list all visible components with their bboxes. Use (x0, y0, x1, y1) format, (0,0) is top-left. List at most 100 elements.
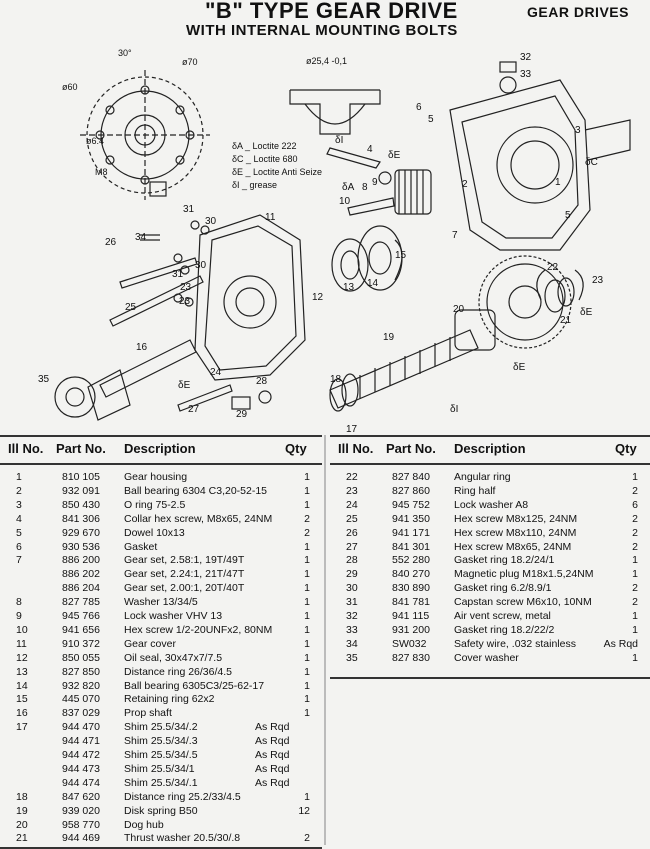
cell-part-no: 910 372 (62, 637, 100, 650)
cell-ill: 17 (16, 721, 28, 734)
cell-qty: 1 (304, 498, 310, 511)
cell-description: Shim 25.5/34/.3 (124, 735, 198, 748)
cell-ill: 27 (346, 540, 358, 553)
svg-text:35: 35 (38, 374, 50, 385)
cell-description: Gasket (124, 540, 158, 553)
cell-part-no: 886 204 (62, 582, 100, 595)
cell-part-no: 827 785 (62, 596, 100, 609)
cell-part-no: 941 656 (62, 623, 100, 636)
cell-description: Gasket ring 18.2/24/1 (454, 554, 555, 567)
cell-description: Hex screw M8x125, 24NM (454, 512, 578, 525)
svg-text:29: 29 (236, 409, 248, 420)
cell-description: Ring half (454, 484, 496, 497)
cell-part-no: 932 820 (62, 679, 100, 692)
svg-text:11: 11 (265, 212, 276, 223)
cell-ill: 1 (16, 471, 22, 483)
cell-ill: 33 (346, 623, 358, 636)
cell-part-no: 941 115 (392, 610, 430, 622)
cell-description: Shim 25.5/34/.5 (124, 749, 198, 761)
col-header-qty: Qty (615, 441, 637, 456)
cell-part-no: 886 202 (62, 568, 100, 581)
col-header-ill: Ill No. (8, 441, 44, 456)
svg-text:31: 31 (172, 269, 184, 280)
cell-part-no: SW032 (392, 637, 427, 650)
cell-ill: 28 (346, 554, 358, 567)
svg-text:10: 10 (339, 196, 351, 207)
cell-qty: 1 (304, 484, 310, 497)
cell-ill: 23 (346, 484, 358, 497)
svg-text:23: 23 (179, 296, 191, 307)
cell-description: Cover washer (454, 651, 519, 664)
svg-text:δE: δE (580, 307, 593, 318)
cell-qty: 2 (632, 582, 638, 595)
col-header-qty: Qty (285, 441, 307, 456)
svg-text:1: 1 (555, 177, 561, 188)
svg-text:δC: δC (585, 157, 598, 168)
svg-text:31: 31 (183, 204, 195, 215)
cell-qty: 1 (304, 707, 310, 720)
cell-part-no: 939 020 (62, 804, 100, 817)
cell-qty: 1 (304, 554, 310, 567)
page-title: "B" TYPE GEAR DRIVE (205, 0, 458, 23)
cell-part-no: 944 472 (62, 749, 100, 761)
cell-ill: 13 (16, 665, 28, 678)
cell-qty: 2 (632, 484, 638, 497)
cell-description: Shim 25.5/34/.1 (124, 776, 198, 789)
cell-description: Retaining ring 62x2 (124, 693, 215, 706)
cell-ill: 18 (16, 790, 28, 803)
cell-part-no: 929 670 (62, 526, 100, 539)
cell-ill: 4 (16, 512, 22, 525)
cell-part-no: 944 474 (62, 776, 100, 789)
cell-part-no: 944 470 (62, 721, 100, 734)
cell-part-no: 827 830 (392, 651, 430, 664)
svg-text:22: 22 (547, 262, 559, 273)
svg-text:25: 25 (125, 302, 137, 313)
cell-qty: 2 (632, 512, 638, 525)
cell-qty: 2 (304, 832, 310, 845)
cell-ill: 5 (16, 526, 22, 539)
cell-ill: 3 (16, 498, 22, 511)
cell-part-no: 552 280 (392, 554, 430, 567)
svg-text:9: 9 (372, 177, 378, 188)
cell-part-no: 840 270 (392, 568, 430, 581)
adhesive-legend: δA _ Loctite 222 δC _ Loctite 680 δE _ L… (232, 140, 322, 192)
cell-qty: 1 (304, 582, 310, 595)
cell-ill: 2 (16, 484, 22, 497)
svg-text:18: 18 (330, 374, 342, 385)
svg-text:30°: 30° (118, 48, 132, 58)
svg-text:19: 19 (383, 332, 395, 343)
cell-qty: 1 (632, 623, 638, 636)
cell-description: Washer 13/34/5 (124, 596, 198, 609)
cell-qty: 1 (304, 651, 310, 664)
cell-part-no: 941 171 (392, 526, 430, 539)
col-header-part: Part No. (386, 441, 436, 456)
cell-qty: 2 (304, 512, 310, 525)
cell-description: Dog hub (124, 818, 164, 831)
svg-text:δE: δE (388, 150, 401, 161)
cell-part-no: 930 536 (62, 540, 100, 553)
cell-part-no: 841 301 (392, 540, 430, 553)
cell-qty: 1 (304, 693, 310, 706)
cell-description: Lock washer VHV 13 (124, 610, 223, 622)
col-header-ill: Ill No. (338, 441, 374, 456)
cell-description: Lock washer A8 (454, 498, 529, 511)
cell-description: O ring 75-2.5 (124, 498, 186, 511)
cell-part-no: 944 473 (62, 762, 100, 775)
cell-description: Disk spring B50 (124, 804, 198, 817)
